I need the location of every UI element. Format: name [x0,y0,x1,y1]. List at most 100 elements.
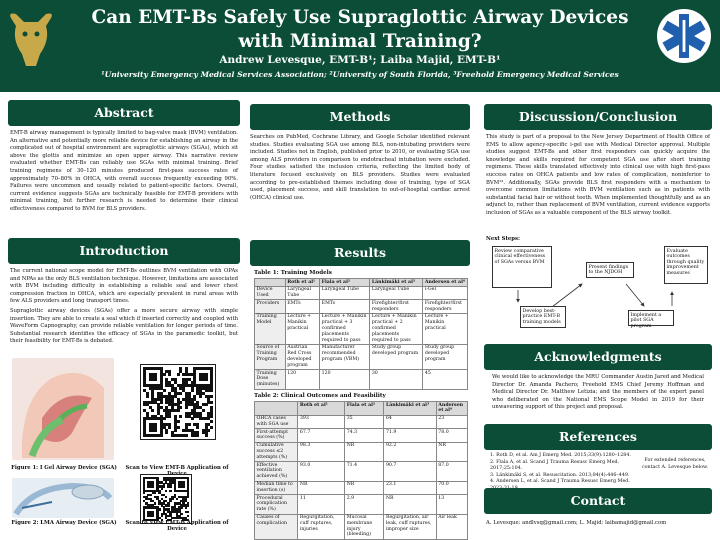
table-cell: 23 [435,414,469,430]
table-cell: Laryngeal Tube [284,285,321,301]
table-cell: Air leak [435,513,469,540]
next-steps-label: Next Steps: [486,236,520,242]
table-cell: Lecture + Manikin practical [422,312,468,345]
table-cell: EMTs [319,299,371,314]
flow-step-review: Review comparative clinical effectivenes… [492,246,552,288]
poster-header: Can EMT-Bs Safely Use Supraglottic Airwa… [0,0,720,92]
table-cell: NR [297,480,346,496]
table-cell: 93.0 [297,461,346,482]
table-cell: 90.7 [383,461,437,482]
qr-2-caption: Scan to View EMT-B Application of Device [125,520,229,532]
table-cell: 64 [383,414,437,430]
table-cell: 11 [297,494,346,515]
table-cell: Regurgitation, air leak, cuff ruptures, … [383,513,437,540]
reference-item: 2. Flala A, et al. Scand J Trauma Resusc… [490,459,620,472]
table-cell: 70.0 [435,480,469,496]
table-cell: NR [344,441,385,463]
acknowledgments-heading: Acknowledgments [484,344,712,370]
table-header-cell: Flala et al² [319,278,371,287]
poster-affiliations: ¹University Emergency Medical Services A… [101,70,619,79]
table-cell: Lecture + Manikin practical + 3 confirme… [319,312,371,345]
table-cell: 78.0 [435,428,469,443]
references-heading: References [484,424,712,450]
bull-logo-icon [10,13,52,66]
table-cell: 92.2 [383,441,437,463]
table-header-cell: Roth et al¹ [284,278,321,287]
table-cell: NR [435,441,469,463]
qr-code-2[interactable] [140,474,192,524]
methods-text: Searches on PubMed, Cochrane Library, an… [250,134,470,201]
table-row-label: Cumulative success ≤2 attempts (%) [253,441,299,463]
table-cell: 67.7 [297,428,346,443]
abstract-heading: Abstract [8,100,240,126]
flow-step-implement: Implement a pilot SGA program [628,310,674,329]
table-cell: 35 [344,414,385,430]
table-cell: NR [344,480,385,496]
poster-authors: Andrew Levesque, EMT-B¹; Laiba Majid, EM… [219,54,501,66]
table-cell: 23.1 [383,480,437,496]
table-cell: 30 [369,369,424,390]
flow-step-evaluate: Evaluate outcomes through quality improv… [664,246,708,284]
discussion-text: This study is part of a proposal to the … [486,134,710,216]
table-cell: 45 [422,369,468,390]
introduction-paragraph-1: The current national scope model for EMT… [10,268,238,305]
table-header-cell: Andersen et al⁴ [422,278,468,287]
discussion-heading: Discussion/Conclusion [484,104,712,130]
table-cell: 2.9 [344,494,385,515]
figure-1-caption: Figure 1: I Gel Airway Device (SGA) [11,465,117,471]
table-cell: 98.3 [297,441,346,463]
table-header-cell [253,401,299,416]
table-1-title: Table 1: Training Models [254,270,332,276]
flow-step-develop: Develop best-practice EMT-B training mod… [520,306,566,328]
contact-heading: Contact [484,488,712,514]
table-header-cell: Länkimäki et al³ [383,401,437,416]
table-cell: EMTs [284,299,321,314]
table-cell: Austrian Red Cross developed program [284,343,321,371]
figure-2-caption: Figure 2: LMA Airway Device (SGA) [11,520,117,526]
qr-code-1[interactable] [140,364,216,440]
table-header-cell [254,278,286,287]
contact-text[interactable]: A. Levesque: andlvsq@gmail.com; L. Majid… [486,520,667,526]
table-cell: Mucosal membrane injury (bleeding) [344,513,385,540]
table-header-cell: Roth et al¹ [297,401,346,416]
reference-item: 1. Roth D, et al. Am J Emerg Med. 2015;3… [490,453,631,458]
table-cell: 74.3 [344,428,385,443]
table-row-label: Effective ventilation achieved (%) [253,461,299,482]
table-row-label: First-attempt success (%) [253,428,299,443]
table-row-label: OHCA cases with SGA use [253,414,299,430]
methods-heading: Methods [250,104,470,130]
table-row-label: Training Dose (minutes) [254,369,286,390]
introduction-heading: Introduction [8,238,240,264]
abstract-text: EMT-B airway management is typically lim… [10,130,238,212]
table-header-cell: Länkimäki et al³ [369,278,424,287]
table-row-label: Procedural complication rate (%) [253,494,299,515]
table-cell: Laryngeal Tube [369,285,424,301]
table-cell: Lecture + Manikin practical + 2 confirme… [369,312,424,345]
table-cell: Firefighter/first responders [422,299,468,314]
table-header-cell: Andersen et al⁴ [435,401,469,416]
results-heading: Results [250,240,470,266]
figure-1-image [12,358,114,460]
next-steps-arrows [516,283,674,311]
introduction-paragraph-2: Supraglottic airway devices (SGAs) offer… [10,307,238,345]
table-cell: Lecture + Manikin practical [284,312,321,345]
table-cell: i-Gel [422,285,468,301]
table-header-cell: Flala et al² [344,401,385,416]
table-cell: 120 [319,369,371,390]
table-row-label: Causes of complication [253,513,299,540]
introduction-body: The current national scope model for EMT… [10,268,238,348]
table-cell: 71.4 [344,461,385,482]
references-note: For extended references, contact A. Leve… [641,458,709,470]
table-cell: 120 [284,369,321,390]
